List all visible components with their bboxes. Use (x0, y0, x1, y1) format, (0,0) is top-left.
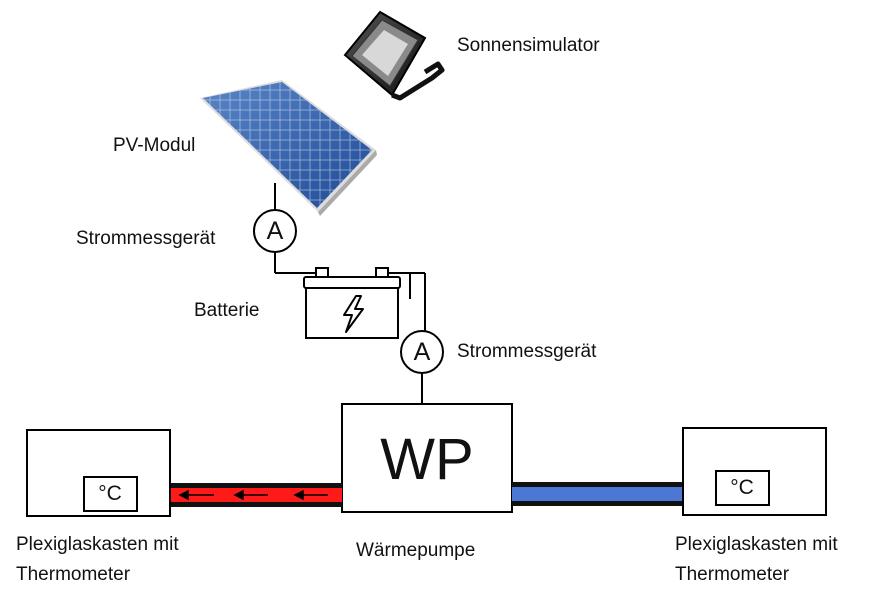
sun-simulator-lamp (343, 10, 445, 101)
circuit-wires (274, 183, 426, 404)
current-meter-right-label: Strommessgerät (457, 341, 597, 362)
plexiglass-box-right-label: Plexiglaskasten mit Thermometer (675, 534, 838, 585)
pv-module-label: PV-Modul (113, 135, 196, 156)
ammeter-right-circle (400, 330, 444, 374)
lightning-bolt-icon (343, 295, 364, 333)
heat-pump-box (341, 403, 513, 513)
thermometer-left-unit: °C (98, 482, 122, 505)
thermometer-left (83, 476, 138, 512)
arrow-left-icon (178, 489, 328, 501)
sun-simulator-label: Sonnensimulator (457, 35, 600, 56)
battery-label: Batterie (194, 300, 260, 321)
ammeter-top-symbol: A (266, 217, 284, 245)
ammeter-right-symbol: A (413, 338, 431, 366)
plexiglass-box-left-label: Plexiglaskasten mit Thermometer (16, 534, 179, 585)
cold-pipe (512, 482, 683, 506)
battery-symbol (303, 267, 401, 339)
thermometer-right-unit: °C (730, 476, 754, 499)
thermometer-right (715, 470, 770, 506)
hot-pipe (170, 483, 342, 507)
heat-pump-label: Wärmepumpe (356, 540, 476, 561)
current-meter-top-label: Strommessgerät (76, 228, 216, 249)
ammeter-top-circle (253, 209, 297, 253)
pv-module-panel (200, 80, 377, 216)
heat-pump-symbol: WP (380, 427, 474, 492)
